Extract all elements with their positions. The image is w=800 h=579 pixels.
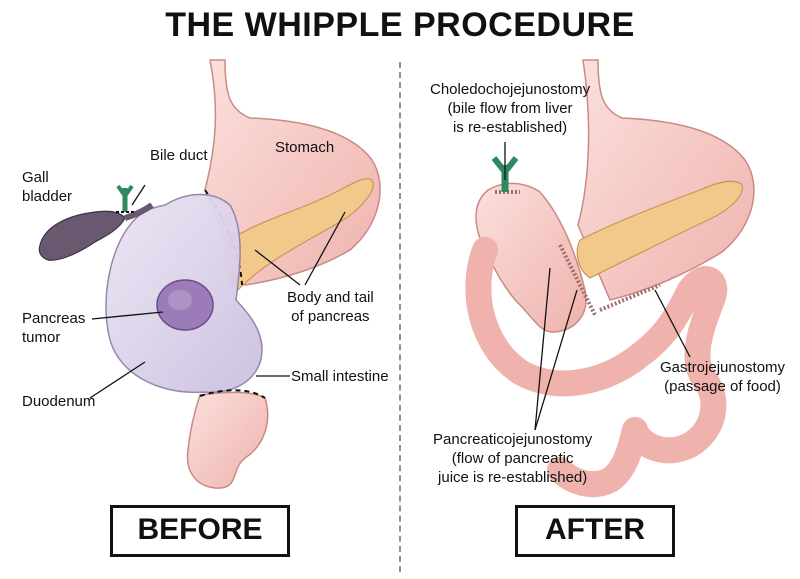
- label-stomach: Stomach: [275, 139, 335, 156]
- before-after-divider: [399, 62, 401, 572]
- label-pancreaticojejunostomy: Pancreaticojejunostomy (flow of pancreat…: [433, 431, 593, 486]
- gall-bladder: [38, 210, 126, 261]
- label-choledochojejunostomy: Choledochojejunostomy (bile flow from li…: [430, 81, 591, 136]
- label-small-intestine: Small intestine: [291, 368, 389, 385]
- label-duodenum: Duodenum: [22, 393, 96, 410]
- label-bile-duct: Bile duct: [150, 147, 208, 164]
- after-box: AFTER: [515, 505, 675, 557]
- before-illustration: [38, 59, 381, 489]
- after-illustration: [465, 59, 755, 498]
- page-title: THE WHIPPLE PROCEDURE: [165, 6, 635, 44]
- label-gastrojejunostomy: Gastrojejunostomy (passage of food): [660, 359, 786, 395]
- label-pancreas-tumor: Pancreas tumor: [22, 310, 86, 346]
- label-gall-bladder: Gall bladder: [22, 169, 73, 205]
- pancreas-remnant-after: [576, 180, 743, 279]
- before-box: BEFORE: [110, 505, 290, 557]
- small-intestine-before: [186, 391, 269, 489]
- label-body-tail-pancreas: Body and tail of pancreas: [287, 289, 374, 325]
